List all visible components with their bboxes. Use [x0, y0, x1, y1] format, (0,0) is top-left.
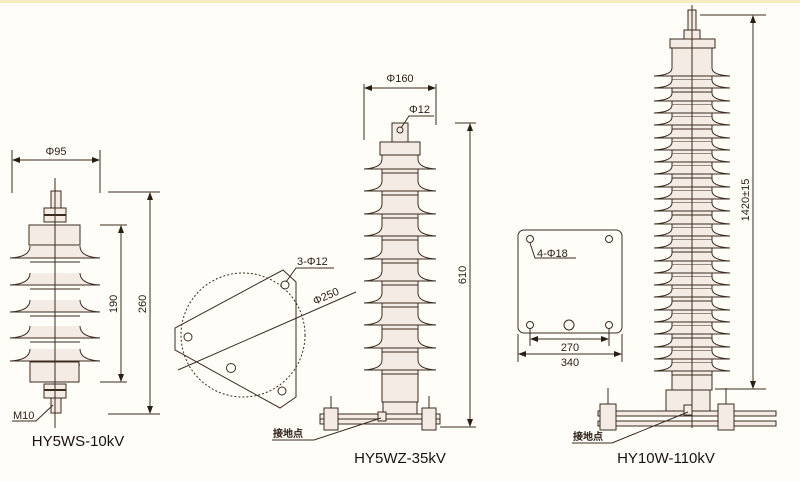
dim-total-height-label: 1420±15 [740, 179, 752, 222]
ground-point-label: 接地点 [573, 430, 603, 443]
dim-diameter-label: Φ160 [386, 73, 413, 85]
thread-label: M10 [13, 410, 34, 422]
insulator-shed [363, 225, 437, 237]
insulator-shed [363, 359, 437, 371]
hole-spacing-label: 270 [561, 342, 579, 354]
insulator-shed [363, 203, 437, 215]
dim-total-height-label: 610 [457, 266, 469, 284]
insulator-shed [363, 180, 437, 192]
base-holes-label: 3-Φ12 [297, 256, 328, 268]
base-holes-label: 4-Φ18 [537, 248, 568, 260]
model-title: HY5WZ-35kV [354, 450, 446, 467]
model-title: HY5WS-10kV [32, 433, 125, 450]
model-title: HY10W-110kV [617, 450, 715, 467]
base-circle-label: Φ250 [311, 286, 341, 308]
terminal-hole-label: Φ12 [409, 104, 430, 116]
arrester-hy5ws-10kv: Φ95 190 260 M10 HY5WS-10kV [9, 146, 160, 450]
dim-inner-height-label: 190 [108, 295, 120, 313]
insulator-shed [363, 158, 437, 170]
ground-point-label: 接地点 [273, 427, 303, 440]
dim-diameter-label: Φ95 [45, 146, 66, 158]
insulator-shed [363, 270, 437, 282]
insulator-shed [363, 337, 437, 349]
insulator-shed [363, 292, 437, 304]
dim-total-height-label: 260 [137, 295, 149, 313]
square-base-plate-view: 4-Φ18 270 340 [517, 229, 623, 369]
insulator-shed [363, 248, 437, 260]
arrester-hy10w-110kv: 4-Φ18 270 340 1420±15 接地点 HY10W-110kV [517, 5, 777, 467]
insulator-shed [363, 314, 437, 326]
arrester-hy5wz-35kv: 3-Φ12 Φ250 Φ160 Φ12 610 接地点 HY5WZ-35kV [174, 73, 476, 467]
triangular-base-plate-view: 3-Φ12 Φ250 [174, 256, 357, 409]
top-border-strip [0, 0, 800, 3]
plate-width-label: 340 [561, 357, 579, 369]
